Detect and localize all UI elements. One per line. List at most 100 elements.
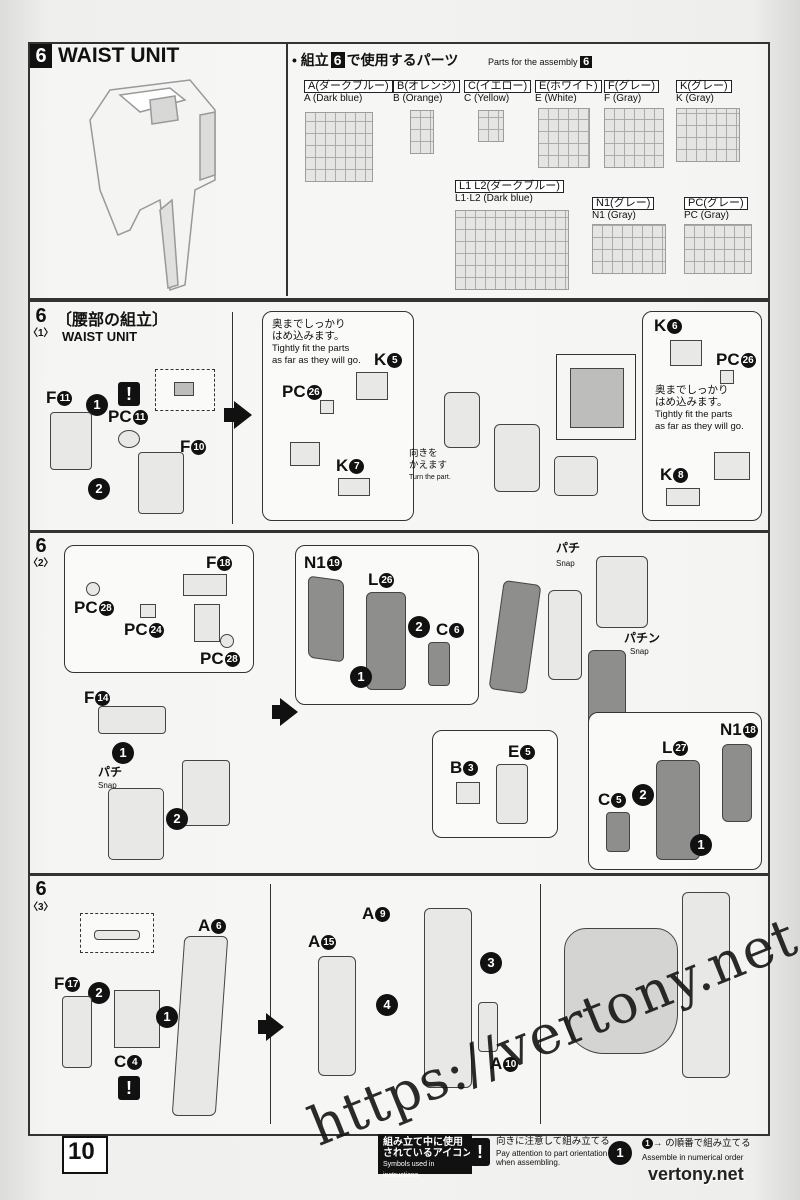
runner-e-image	[538, 108, 590, 168]
snap-label-3-en: Snap	[630, 647, 649, 656]
part-c6-drawing	[428, 642, 450, 686]
part-f10-drawing	[138, 452, 184, 514]
step1-en-title: WAIST UNIT	[62, 329, 138, 344]
part-pc26b-drawing	[720, 370, 734, 384]
step-1-badge-s3: 1	[156, 1006, 178, 1028]
parts-panel-divider	[286, 44, 288, 296]
step-3-badge-s3: 3	[480, 952, 502, 974]
snap-label-2-jp: パチ	[556, 541, 581, 555]
assembly-drawing-waist	[564, 928, 678, 1054]
part-body-drawing-a	[290, 442, 320, 466]
flow-arrow-stem-3	[258, 1020, 268, 1034]
runner-pc-tag: PC(グレー)PC (Gray)	[684, 197, 748, 221]
runner-k-image	[676, 108, 740, 162]
runner-b-jp: B(オレンジ)	[393, 80, 460, 93]
runner-n1-tag: N1(グレー)N1 (Gray)	[592, 197, 655, 221]
runner-c-en: C (Yellow)	[464, 93, 510, 104]
detail-pin-drawing	[174, 382, 194, 396]
runner-c-tag: C(イエロー)C (Yellow)	[464, 80, 532, 104]
runner-f-tag: F(グレー)F (Gray)	[604, 80, 660, 104]
part-f-body-drawing	[108, 788, 164, 860]
part-b3-drawing	[456, 782, 480, 804]
inset-detail-drawing	[570, 368, 624, 428]
attention-icon: !	[118, 382, 140, 406]
footer-order-jp: 1→ の順番で組み立てる	[642, 1138, 751, 1150]
runner-k-jp: K(グレー)	[676, 80, 732, 93]
runner-f-en: F (Gray)	[604, 93, 642, 104]
runner-a-image	[305, 112, 373, 182]
runner-pc-jp: PC(グレー)	[684, 197, 748, 210]
runner-n1-en: N1 (Gray)	[592, 210, 636, 221]
assembly-drawing-leg-b	[548, 590, 582, 680]
parts-heading-en: Parts for the assembly 6	[488, 56, 593, 68]
parts-heading-num: 6	[330, 52, 345, 68]
site-mark: vertony.net	[648, 1164, 744, 1184]
footer-attention-en: Pay attention to part orientation when a…	[496, 1149, 608, 1167]
runner-e-jp: E(ホワイト)	[535, 80, 602, 93]
footer-order-jp-text: → の順番で組み立てる	[653, 1138, 751, 1149]
parts-heading-en-num: 6	[580, 56, 593, 68]
part-pc28b-drawing	[220, 634, 234, 648]
step-4-badge-s3: 4	[376, 994, 398, 1016]
part-k6-drawing	[670, 340, 702, 366]
step-2-badge-s2: 2	[166, 808, 188, 830]
part-f17-drawing	[62, 996, 92, 1068]
part-f18-drawing	[183, 574, 227, 596]
step2-bottom-left-bubble	[432, 730, 558, 838]
part-e5-drawing	[496, 764, 528, 824]
flow-arrow-stem-2	[272, 705, 282, 719]
flow-arrow-stem-1	[224, 408, 236, 422]
runner-c-image	[478, 110, 504, 142]
footer-icons-jp: 組み立て中に使用 されているアイコン	[383, 1137, 473, 1159]
fit-note-left-en: Tightly fit the parts as far as they wil…	[272, 343, 361, 366]
part-body-drawing-b	[714, 452, 750, 480]
part-l26-drawing	[366, 592, 406, 690]
flow-arrow-1	[234, 401, 252, 429]
step1-jp-title: 〔腰部の組立〕	[56, 312, 169, 329]
part-n1-18-drawing	[722, 744, 752, 822]
step3-divider-1	[270, 884, 271, 1124]
page-number: 10	[68, 1138, 95, 1165]
runner-k-en: K (Gray)	[676, 93, 714, 104]
footer-attention-icon: !	[470, 1138, 490, 1166]
runner-a-tag: A(ダークブルー)A (Dark blue)	[304, 80, 393, 104]
runner-l-image	[455, 210, 569, 290]
fit-note-right-en: Tightly fit the parts as far as they wil…	[655, 409, 744, 432]
runner-l-en: L1·L2 (Dark blue)	[455, 193, 533, 204]
assembly-drawing-top	[596, 556, 648, 628]
footer-icons-en: Symbols used in instructions	[383, 1161, 435, 1179]
snap-label-3-jp: パチン	[624, 631, 661, 645]
footer-attention-jp: 向きに注意して組み立てる	[496, 1136, 610, 1147]
part-k5-drawing	[356, 372, 388, 400]
step2-number: 6	[35, 535, 47, 557]
part-n1-19-drawing	[308, 575, 344, 663]
waist-unit-render	[89, 79, 216, 292]
step1-number: 6	[35, 305, 47, 327]
assembly-drawing-skirt	[682, 892, 730, 1078]
runner-e-tag: E(ホワイト)E (White)	[535, 80, 602, 104]
runner-f-image	[604, 108, 664, 168]
step3-sub: 〈3〉	[28, 902, 54, 913]
runner-e-en: E (White)	[535, 93, 577, 104]
runner-pc-image	[684, 224, 752, 274]
step-2-badge-s3: 2	[88, 982, 110, 1004]
runner-a-jp: A(ダークブルー)	[304, 80, 393, 93]
part-k7-drawing	[338, 478, 370, 496]
